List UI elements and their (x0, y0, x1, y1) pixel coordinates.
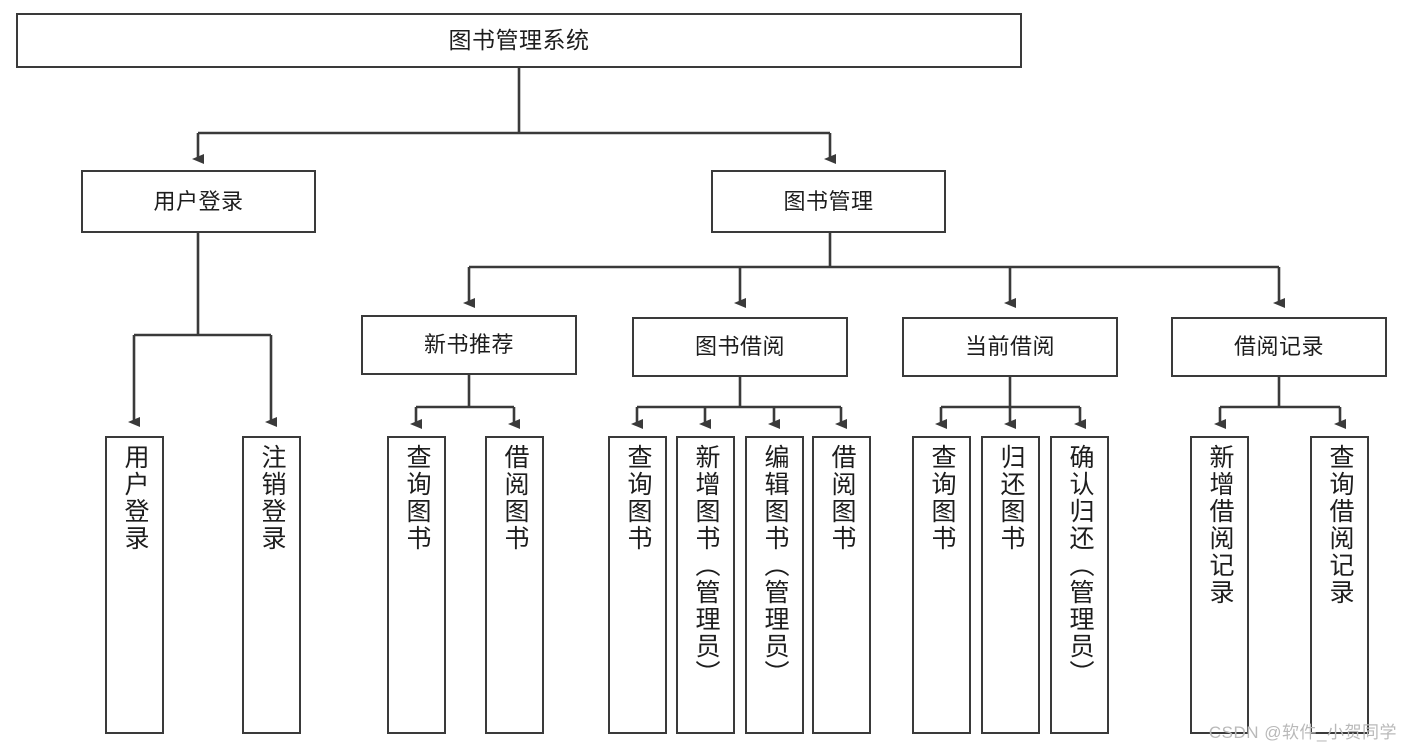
node-book-borrow[interactable]: 图书借阅 (632, 317, 848, 377)
leaf-add-book-admin[interactable]: 新增图书（管理员） (676, 436, 735, 734)
node-label: 归还图书 (997, 444, 1025, 552)
leaf-query-book-borrow[interactable]: 查询图书 (608, 436, 667, 734)
node-label: 查询图书 (624, 444, 652, 552)
node-label: 编辑图书（管理员） (761, 444, 789, 687)
node-borrow-record[interactable]: 借阅记录 (1171, 317, 1387, 377)
node-label: 用户登录 (153, 188, 244, 214)
leaf-return-book[interactable]: 归还图书 (981, 436, 1040, 734)
node-label: 用户登录 (121, 444, 149, 552)
node-label: 新增图书（管理员） (692, 444, 720, 687)
leaf-borrow-book[interactable]: 借阅图书 (812, 436, 871, 734)
csdn-watermark: CSDN @软件_小贺同学 (1208, 723, 1397, 742)
node-label: 图书借阅 (694, 334, 785, 360)
leaf-add-borrow-record[interactable]: 新增借阅记录 (1190, 436, 1249, 734)
node-new-book-recommend[interactable]: 新书推荐 (361, 315, 577, 375)
leaf-borrow-book-recommend[interactable]: 借阅图书 (485, 436, 544, 734)
leaf-query-borrow-record[interactable]: 查询借阅记录 (1310, 436, 1369, 734)
node-label: 当前借阅 (964, 334, 1055, 360)
node-user-login[interactable]: 用户登录 (81, 170, 316, 233)
node-label: 新书推荐 (423, 332, 514, 358)
node-label: 注销登录 (258, 444, 286, 552)
node-label: 查询图书 (928, 444, 956, 552)
node-label: 查询图书 (403, 444, 431, 552)
node-label: 新增借阅记录 (1206, 444, 1234, 606)
node-label: 查询借阅记录 (1326, 444, 1354, 606)
leaf-query-book-recommend[interactable]: 查询图书 (387, 436, 446, 734)
leaf-edit-book-admin[interactable]: 编辑图书（管理员） (745, 436, 804, 734)
node-label: 图书管理系统 (448, 26, 590, 53)
node-label: 借阅图书 (501, 444, 529, 552)
node-current-borrow[interactable]: 当前借阅 (902, 317, 1118, 377)
leaf-query-book-current[interactable]: 查询图书 (912, 436, 971, 734)
node-label: 借阅图书 (828, 444, 856, 552)
node-label: 图书管理 (783, 188, 874, 214)
leaf-confirm-return-admin[interactable]: 确认归还（管理员） (1050, 436, 1109, 734)
leaf-logout[interactable]: 注销登录 (242, 436, 301, 734)
node-label: 确认归还（管理员） (1066, 444, 1094, 687)
node-book-management[interactable]: 图书管理 (711, 170, 946, 233)
node-label: 借阅记录 (1233, 334, 1324, 360)
node-root-system[interactable]: 图书管理系统 (16, 13, 1022, 68)
leaf-user-login[interactable]: 用户登录 (105, 436, 164, 734)
